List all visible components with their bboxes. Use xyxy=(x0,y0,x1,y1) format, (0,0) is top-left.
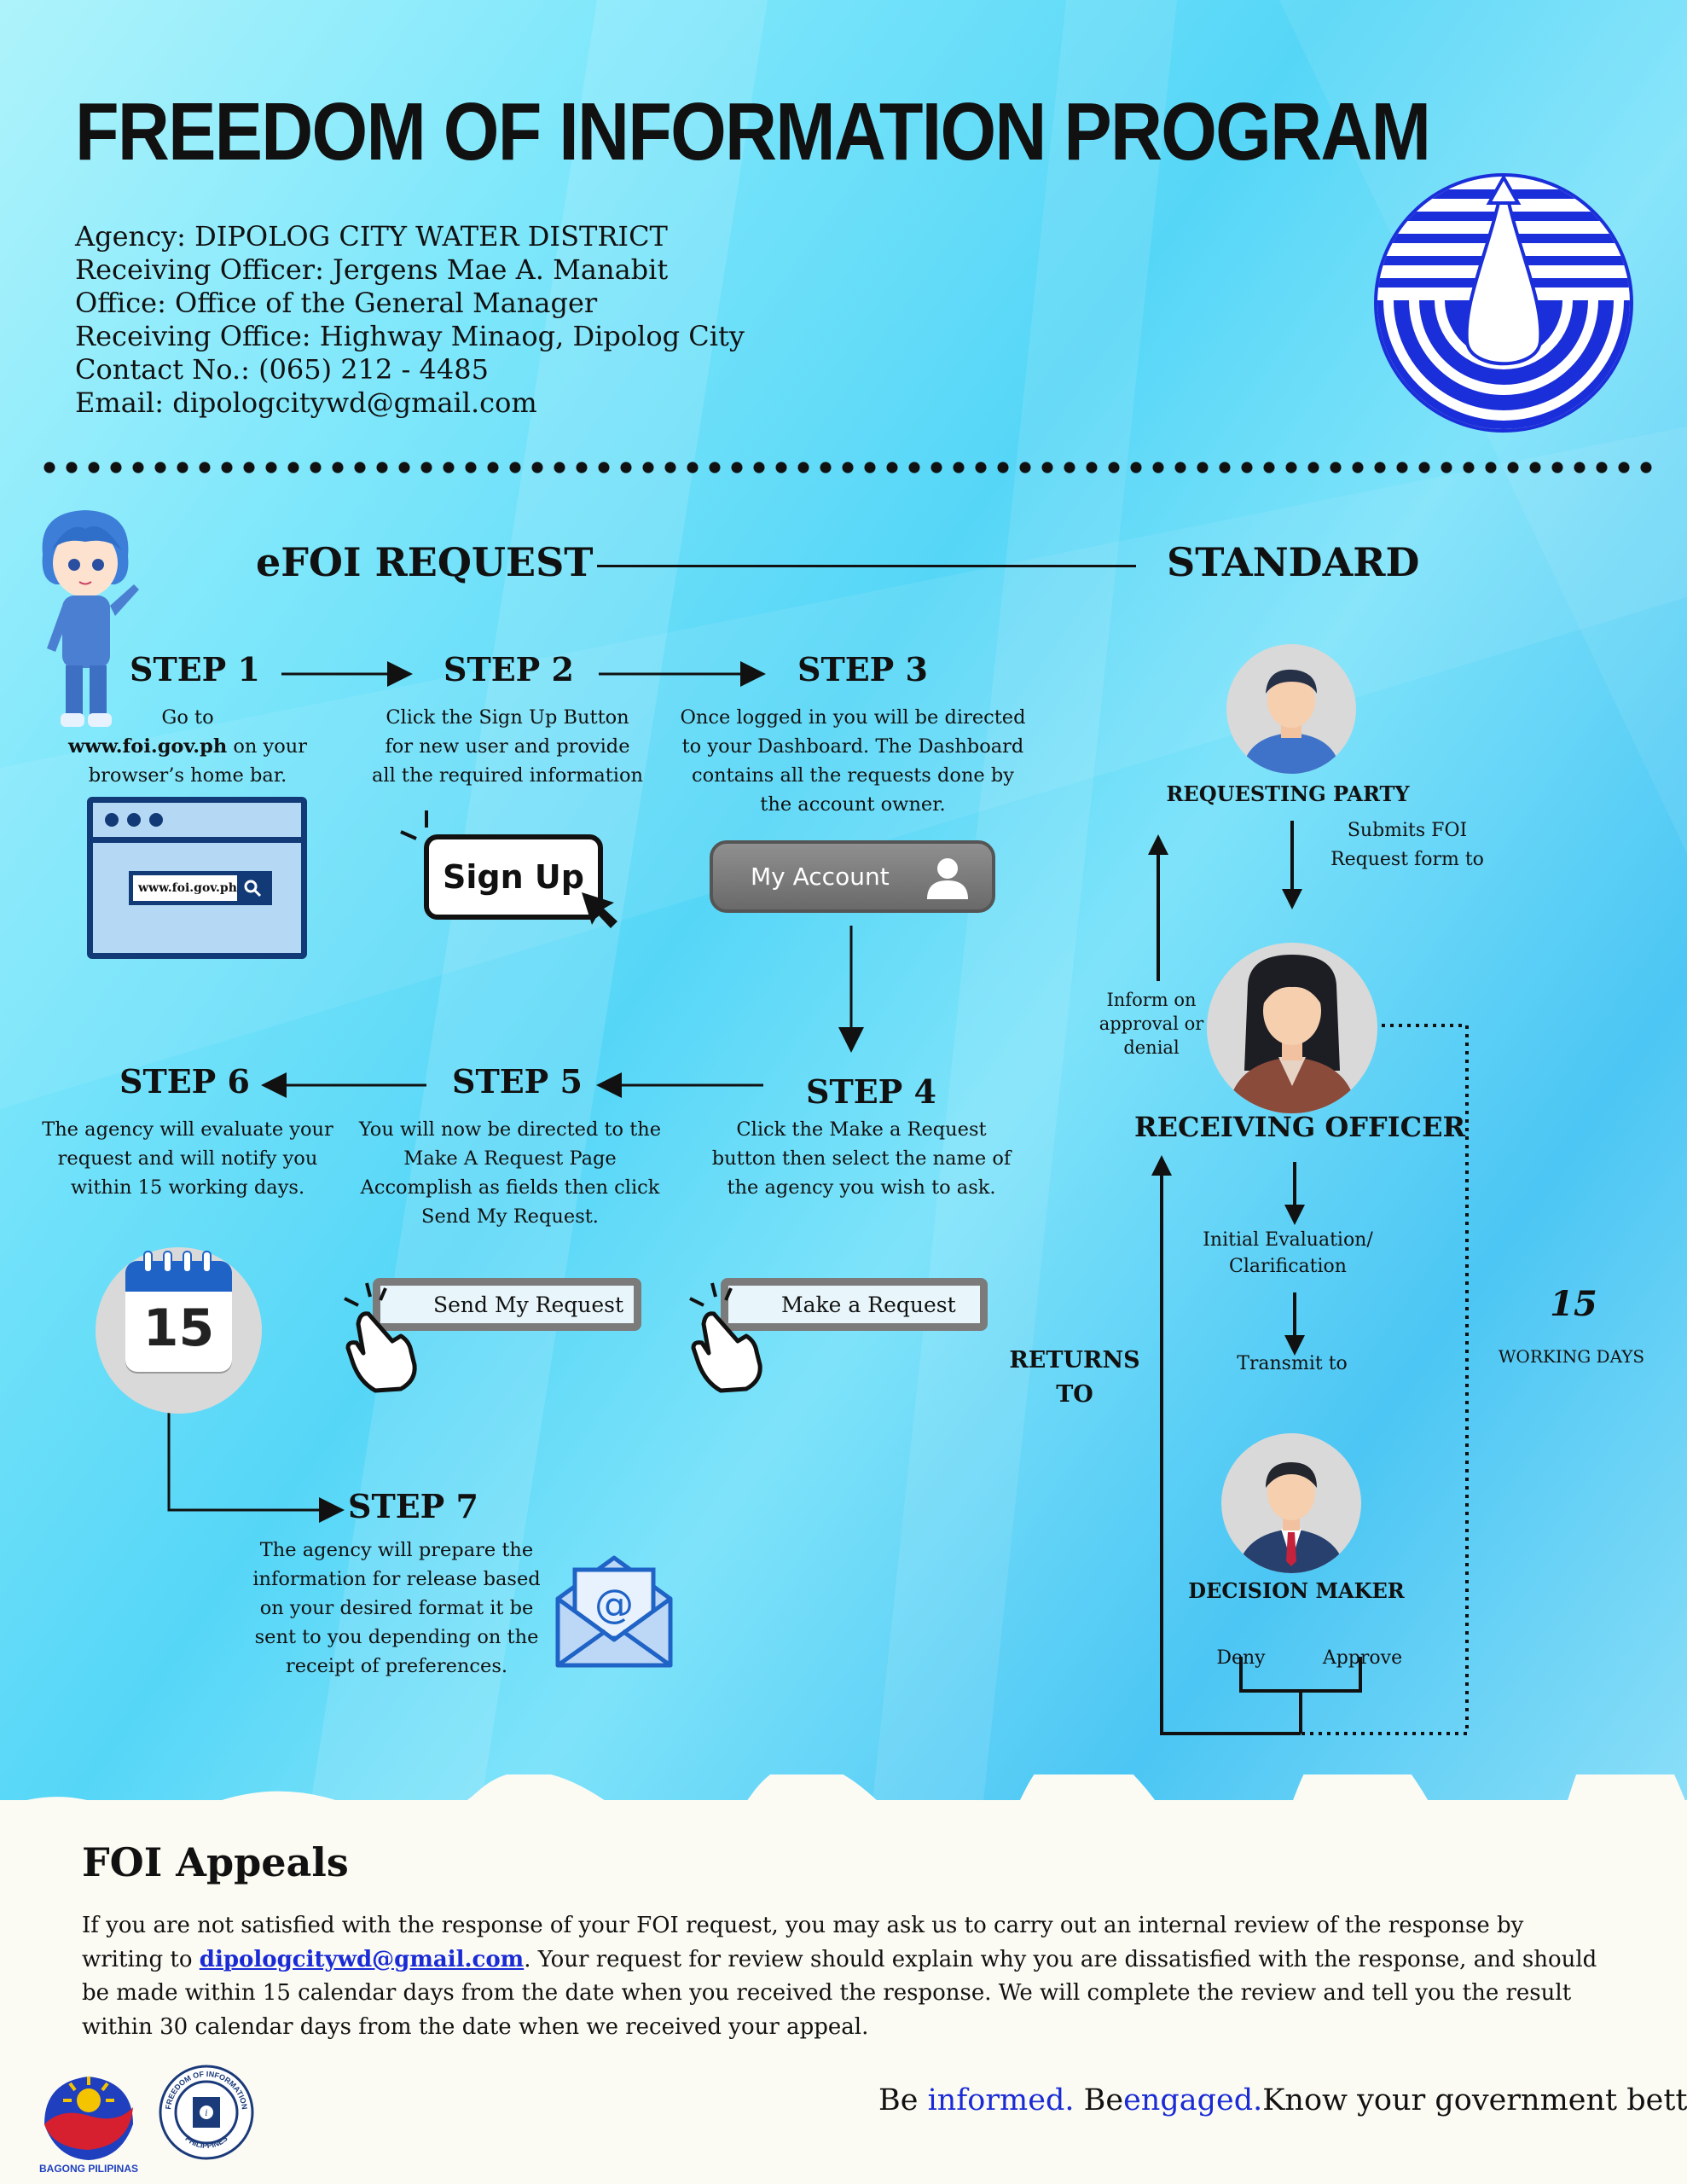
step-4-description: Click the Make a Request button then sel… xyxy=(711,1118,1012,1199)
step-6-label: STEP 6 xyxy=(119,1062,250,1101)
section-divider xyxy=(38,461,1659,474)
footer-tagline: Be informed. Beengaged.Know your governm… xyxy=(878,2083,1687,2117)
submits-label: Submits FOI Request form to xyxy=(1330,820,1484,870)
office-line: Office: Office of the General Manager xyxy=(75,287,598,319)
sign-up-button[interactable]: Sign Up xyxy=(424,834,603,920)
click-sparkle-icon xyxy=(400,810,428,840)
browser-address-bar[interactable]: www.foi.gov.ph xyxy=(129,871,272,905)
browser-url: www.foi.gov.ph xyxy=(138,881,237,895)
svg-text:i: i xyxy=(205,2109,207,2118)
efoi-request-heading: eFOI REQUEST xyxy=(256,539,594,585)
my-account-button[interactable]: My Account xyxy=(710,840,995,913)
appeals-email-link[interactable]: dipologcitywd@gmail.com xyxy=(199,1946,525,1972)
tagline-rest: Know your government better. xyxy=(1262,2083,1687,2117)
step-3-label: STEP 3 xyxy=(797,650,928,688)
svg-text:@: @ xyxy=(594,1581,634,1627)
window-dot-icon xyxy=(149,813,163,827)
user-icon xyxy=(927,857,968,899)
receiving-officer-line: Receiving Officer: Jergens Mae A. Manabi… xyxy=(75,253,669,286)
working-days-number: 15 xyxy=(1550,1284,1597,1324)
deny-label: Deny xyxy=(1216,1647,1266,1669)
tagline-engaged: engaged. xyxy=(1123,2083,1263,2117)
hand-pointer-icon xyxy=(344,1282,417,1393)
step-2-label: STEP 2 xyxy=(443,650,574,688)
requesting-party-avatar xyxy=(1226,644,1356,774)
tagline-be-1: Be xyxy=(878,2083,928,2117)
my-account-label: My Account xyxy=(751,863,890,891)
window-dot-icon xyxy=(127,813,141,827)
browser-window-icon: www.foi.gov.ph xyxy=(87,797,307,959)
receiving-office-line: Receiving Office: Highway Minaog, Dipolo… xyxy=(75,320,745,352)
contact-line: Contact No.: (065) 212 - 4485 xyxy=(75,353,489,386)
search-icon[interactable] xyxy=(236,875,268,901)
water-district-logo xyxy=(1374,173,1633,433)
cursor-arrow-icon xyxy=(582,892,617,928)
tagline-be-2: Be xyxy=(1074,2083,1124,2117)
agency-info: Agency: DIPOLOG CITY WATER DISTRICT Rece… xyxy=(75,220,745,420)
step-1-url[interactable]: www.foi.gov.ph xyxy=(67,735,228,758)
step-4-label: STEP 4 xyxy=(806,1072,936,1111)
step-7-label: STEP 7 xyxy=(348,1487,478,1525)
initial-evaluation-label: Initial Evaluation/ Clarification xyxy=(1203,1229,1373,1277)
bagong-pilipinas-text: BAGONG PILIPINAS xyxy=(39,2163,138,2175)
appeals-background xyxy=(0,1800,1687,2184)
bagong-pilipinas-logo: BAGONG PILIPINAS xyxy=(39,2077,138,2175)
step-3-description: Once logged in you will be directed to y… xyxy=(680,706,1026,816)
page-title: FREEDOM OF INFORMATION PROGRAM xyxy=(75,86,1431,177)
step-1-label: STEP 1 xyxy=(130,650,260,688)
transmit-label: Transmit to xyxy=(1237,1353,1348,1374)
step-1-description: Go to www.foi.gov.ph on your browser’s h… xyxy=(51,703,324,790)
receiving-officer-label: RECEIVING OFFICER xyxy=(1134,1111,1466,1143)
sign-up-label: Sign Up xyxy=(443,858,584,896)
make-request-label: Make a Request xyxy=(781,1292,956,1317)
flow-arrows xyxy=(167,661,1469,1735)
approve-label: Approve xyxy=(1322,1647,1403,1669)
working-days-label: WORKING DAYS xyxy=(1498,1346,1645,1367)
foi-appeals-heading: FOI Appeals xyxy=(82,1839,349,1885)
returns-to-label: RETURNS TO xyxy=(1009,1347,1140,1408)
tagline-informed: informed. xyxy=(927,2083,1075,2117)
requesting-party-label: REQUESTING PARTY xyxy=(1166,781,1410,806)
step-5-description: You will now be directed to the Make A R… xyxy=(358,1118,662,1228)
step-5-label: STEP 5 xyxy=(452,1062,583,1101)
inform-label: Inform on approval or denial xyxy=(1099,990,1204,1058)
torn-edge xyxy=(0,1774,1687,1834)
send-my-request-label: Send My Request xyxy=(433,1292,624,1317)
step-1-desc-pre: Go to xyxy=(161,706,214,729)
browser-titlebar xyxy=(93,803,301,843)
step-6-description: The agency will evaluate your request an… xyxy=(42,1118,333,1199)
decision-maker-label: DECISION MAKER xyxy=(1188,1578,1405,1603)
calendar-number: 15 xyxy=(142,1298,215,1358)
receiving-officer-avatar xyxy=(1207,943,1377,1113)
foi-appeals-text: If you are not satisfied with the respon… xyxy=(82,1909,1609,2044)
appeals-text-pre: If you are not satisfied with the respon… xyxy=(82,1913,1524,1972)
foi-philippines-seal: FREEDOM OF INFORMATION PHILIPPINES i xyxy=(159,2065,254,2160)
calendar-header xyxy=(125,1261,232,1292)
calendar-rings xyxy=(143,1251,212,1273)
step-2-description: Click the Sign Up Button for new user an… xyxy=(371,706,644,787)
step-7-description: The agency will prepare the information … xyxy=(252,1539,541,1677)
make-request-button[interactable]: Make a Request xyxy=(721,1278,988,1331)
hand-pointer-icon xyxy=(689,1282,762,1393)
heading-connector-line xyxy=(597,565,1136,567)
decision-maker-avatar xyxy=(1221,1433,1361,1573)
calendar-icon: 15 xyxy=(125,1261,232,1372)
standard-heading: STANDARD xyxy=(1167,539,1420,585)
step-1-desc-post: on your browser’s home bar. xyxy=(88,735,308,787)
email-line: Email: dipologcitywd@gmail.com xyxy=(75,386,537,419)
appeals-text-post: . Your request for review should explain… xyxy=(82,1946,1597,2040)
agency-line: Agency: DIPOLOG CITY WATER DISTRICT xyxy=(75,220,668,253)
mascot-character xyxy=(42,510,139,727)
email-envelope-icon: @ xyxy=(555,1555,673,1668)
send-my-request-button[interactable]: Send My Request xyxy=(373,1278,641,1331)
window-dot-icon xyxy=(105,813,119,827)
